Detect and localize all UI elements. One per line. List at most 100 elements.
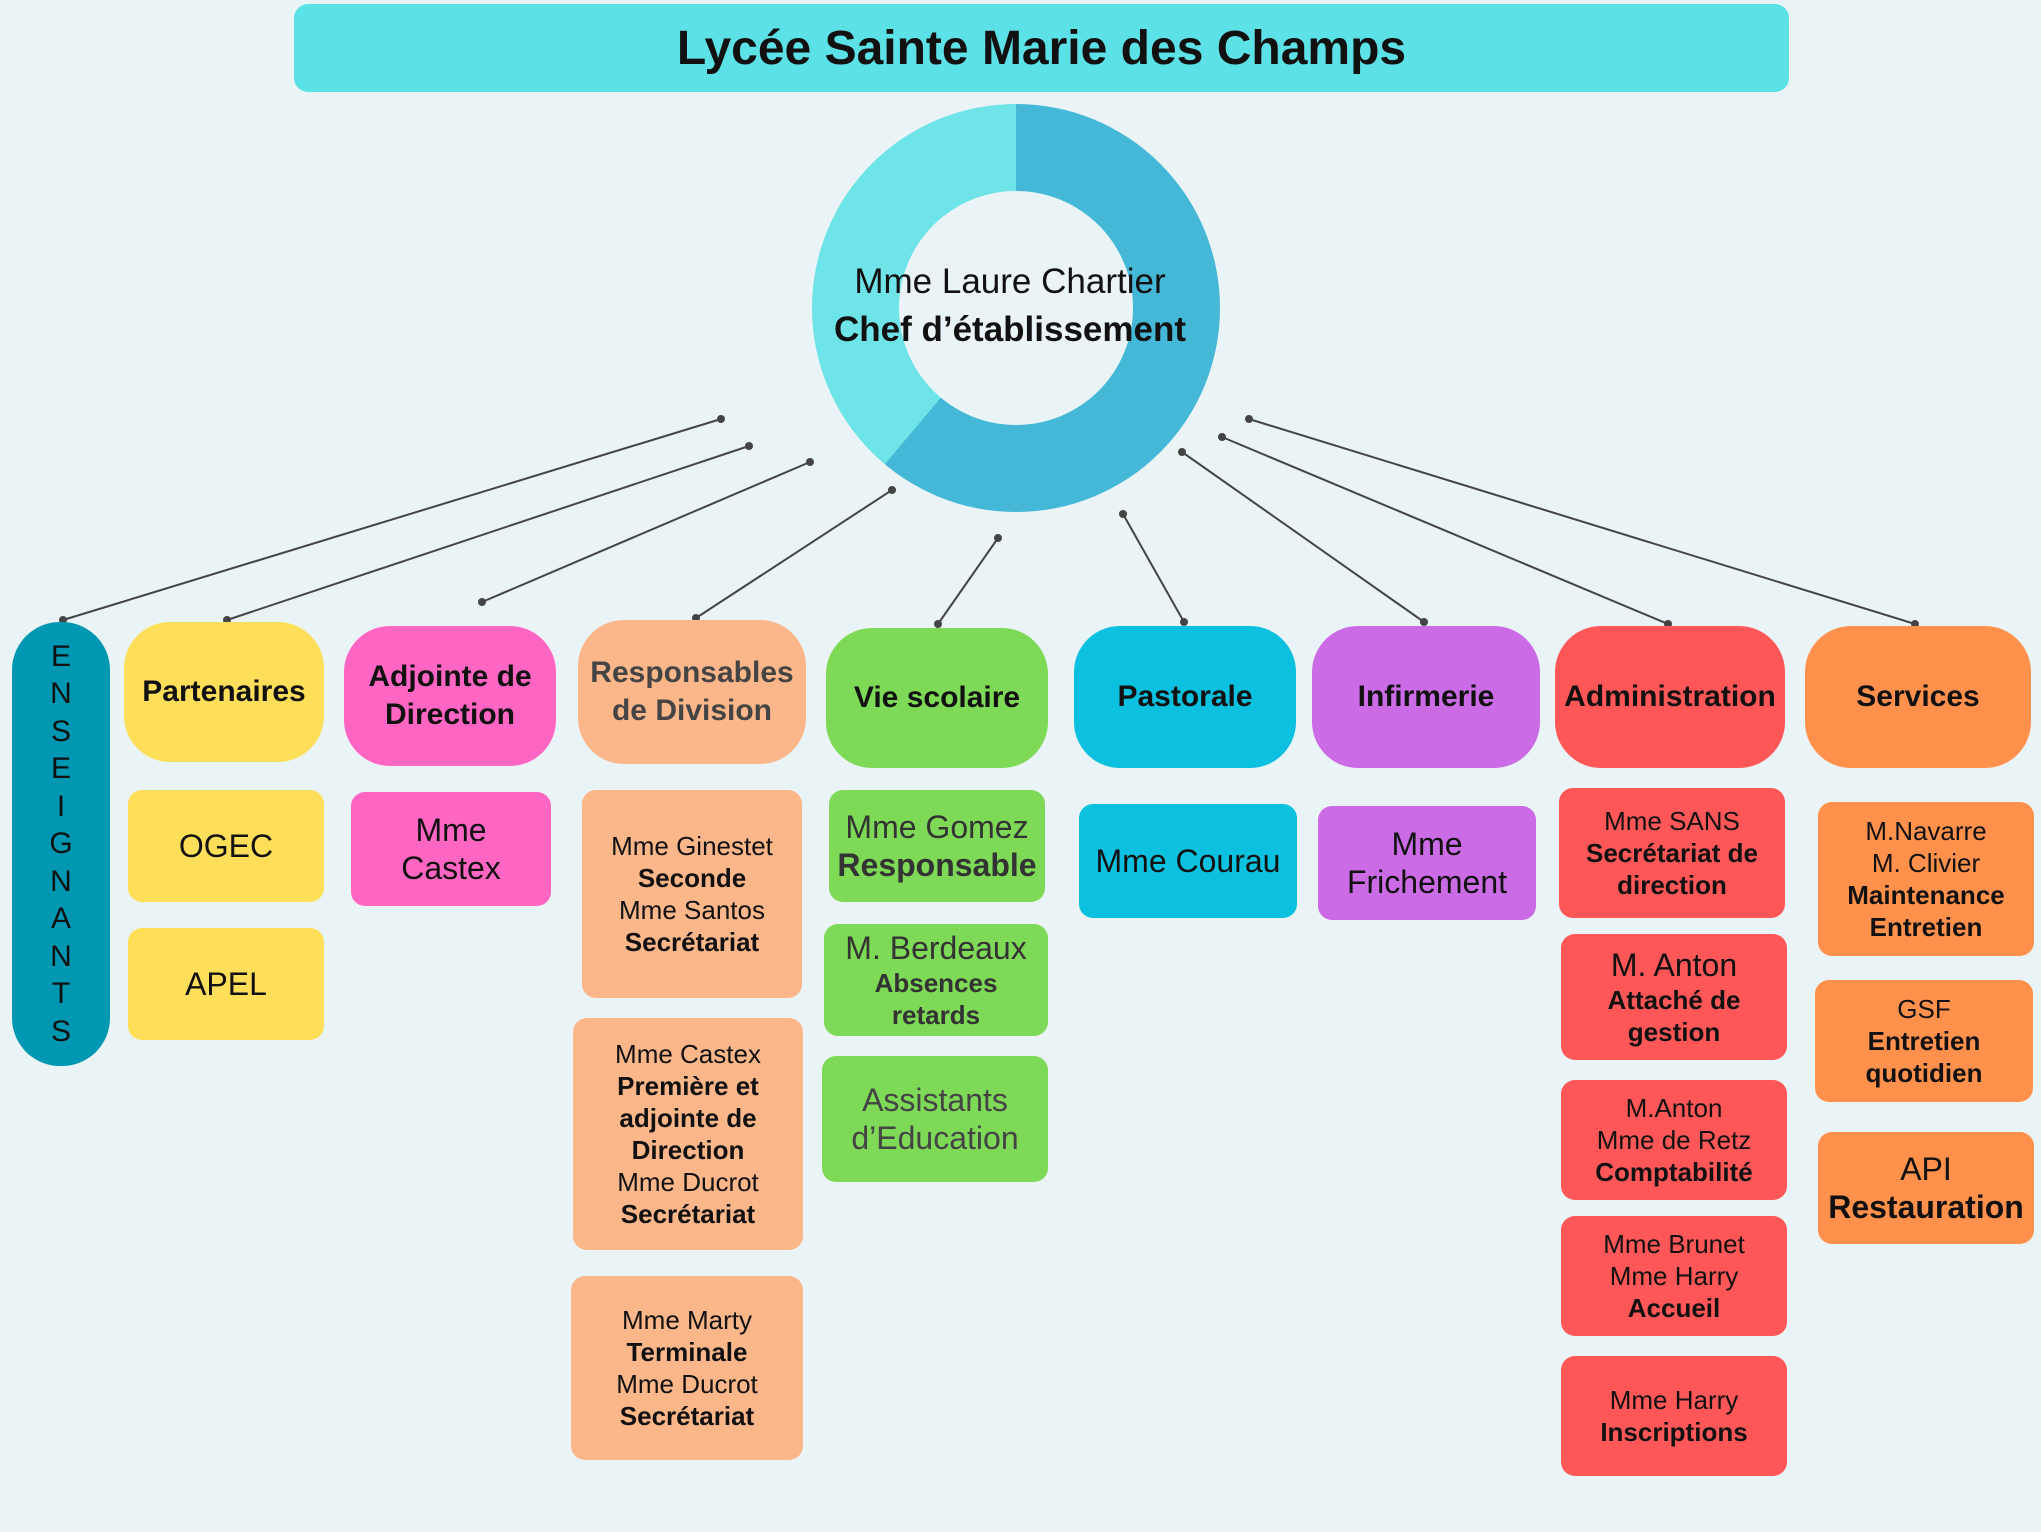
partenaires-ogec: OGEC bbox=[128, 790, 324, 902]
card-line: Seconde bbox=[637, 863, 747, 893]
card-line: adjointe de bbox=[619, 1103, 757, 1133]
direction-card-line2: Castex bbox=[401, 850, 501, 886]
card-line: M. Berdeaux bbox=[845, 930, 1027, 966]
card-line: Frichement bbox=[1346, 864, 1508, 900]
card-line: quotidien bbox=[1865, 1058, 1983, 1088]
card-line: Mme Brunet bbox=[1603, 1229, 1745, 1259]
card-line: M. Anton bbox=[1610, 947, 1738, 983]
direction-card: Mme Castex bbox=[351, 792, 551, 906]
infirmerie-card: Mme Frichement bbox=[1318, 806, 1536, 920]
card-line: API bbox=[1900, 1151, 1952, 1187]
card-line: GSF bbox=[1897, 994, 1951, 1024]
administration-card-sans: Mme SANS Secrétariat de direction bbox=[1559, 788, 1785, 918]
services-head: Services bbox=[1805, 626, 2031, 768]
card-line: Mme Harry bbox=[1609, 1261, 1739, 1291]
card-line: Mme Ginestet bbox=[611, 831, 773, 861]
card-line: Mme Castex bbox=[615, 1039, 761, 1069]
card-line: Mme bbox=[1391, 826, 1463, 862]
card-line: Secrétariat bbox=[619, 1401, 755, 1431]
card-line: Mme Marty bbox=[622, 1305, 752, 1335]
partenaires-head: Partenaires bbox=[124, 622, 324, 762]
enseignants-letter: S bbox=[50, 1014, 71, 1048]
enseignants-letter: G bbox=[49, 827, 73, 861]
card-line: d’Education bbox=[851, 1120, 1019, 1156]
card-line: Entretien bbox=[1869, 912, 1983, 942]
card-line: Responsable bbox=[837, 847, 1037, 883]
partenaires-apel: APEL bbox=[128, 928, 324, 1040]
vie-scolaire-card-gomez: Mme Gomez Responsable bbox=[829, 790, 1045, 902]
enseignants-letter: A bbox=[50, 902, 71, 936]
connector-partenaires bbox=[226, 445, 750, 621]
direction-head: Adjointe de Direction bbox=[344, 626, 556, 766]
division-head-line2: de Division bbox=[611, 694, 773, 727]
division-card-seconde: Mme Ginestet Seconde Mme Santos Secrétar… bbox=[582, 790, 802, 998]
direction-card-line1: Mme bbox=[415, 812, 487, 848]
vie-scolaire-card-assistants: Assistants d’Education bbox=[822, 1056, 1048, 1182]
administration-card-inscriptions: Mme Harry Inscriptions bbox=[1561, 1356, 1787, 1476]
division-card-premiere: Mme Castex Première et adjointe de Direc… bbox=[573, 1018, 803, 1250]
administration-head: Administration bbox=[1555, 626, 1785, 768]
director-name: Mme Laure Chartier bbox=[854, 262, 1166, 301]
card-line: Mme de Retz bbox=[1596, 1125, 1752, 1155]
card-line: Première et bbox=[617, 1071, 759, 1101]
card-line: Mme Gomez bbox=[845, 809, 1029, 845]
card-line: Secrétariat bbox=[624, 927, 760, 957]
services-card-gsf: GSF Entretien quotidien bbox=[1815, 980, 2033, 1102]
card-line: M. Clivier bbox=[1871, 848, 1981, 878]
pastorale-head: Pastorale bbox=[1074, 626, 1296, 768]
vie-scolaire-card-berdeaux: M. Berdeaux Absences retards bbox=[824, 924, 1048, 1036]
card-line: Maintenance bbox=[1847, 880, 2005, 910]
infirmerie-head: Infirmerie bbox=[1312, 626, 1540, 768]
services-card-maintenance: M.Navarre M. Clivier Maintenance Entreti… bbox=[1818, 802, 2034, 956]
enseignants-letter: N bbox=[50, 677, 72, 711]
card-line: Mme Harry bbox=[1609, 1385, 1739, 1415]
administration-card-anton: M. Anton Attaché de gestion bbox=[1561, 934, 1787, 1060]
division-card-terminale: Mme Marty Terminale Mme Ducrot Secrétari… bbox=[571, 1276, 803, 1460]
director-ring-hole bbox=[899, 191, 1133, 425]
enseignants-letter: E bbox=[50, 752, 71, 786]
connector-vie-scolaire bbox=[937, 537, 999, 625]
connector-division bbox=[695, 489, 893, 619]
connector-services bbox=[1248, 418, 1916, 625]
card-line: Absences bbox=[874, 968, 998, 998]
card-line: Secrétariat de bbox=[1586, 838, 1758, 868]
direction-head-line2: Direction bbox=[384, 698, 516, 731]
director-role: Chef d’établissement bbox=[833, 310, 1187, 349]
vie-scolaire-head: Vie scolaire bbox=[826, 628, 1048, 768]
card-line: Direction bbox=[631, 1135, 745, 1165]
card-line: Accueil bbox=[1627, 1293, 1721, 1323]
card-line: Restauration bbox=[1828, 1189, 2024, 1225]
enseignants-letter: N bbox=[50, 864, 72, 898]
card-line: Attaché de bbox=[1607, 985, 1741, 1015]
card-line: retards bbox=[891, 1000, 981, 1030]
connector-direction bbox=[481, 461, 811, 603]
card-line: gestion bbox=[1627, 1017, 1721, 1047]
administration-card-comptabilite: M.Anton Mme de Retz Comptabilité bbox=[1561, 1080, 1787, 1200]
direction-head-line1: Adjointe de bbox=[368, 660, 532, 693]
services-card-api: API Restauration bbox=[1818, 1132, 2034, 1244]
card-line: Assistants bbox=[862, 1082, 1008, 1118]
connector-administration bbox=[1221, 436, 1669, 625]
administration-card-accueil: Mme Brunet Mme Harry Accueil bbox=[1561, 1216, 1787, 1336]
card-line: Terminale bbox=[626, 1337, 748, 1367]
connector-enseignants bbox=[62, 418, 722, 621]
enseignants-letter: S bbox=[50, 714, 71, 748]
page-title: Lycée Sainte Marie des Champs bbox=[294, 4, 1789, 92]
card-line: Mme SANS bbox=[1604, 806, 1740, 836]
enseignants-letter: T bbox=[51, 977, 71, 1011]
card-line: Mme Ducrot bbox=[616, 1369, 758, 1399]
enseignants-letter: N bbox=[50, 939, 72, 973]
card-line: M.Navarre bbox=[1865, 816, 1987, 846]
card-line: Entretien bbox=[1867, 1026, 1981, 1056]
card-line: Mme Ducrot bbox=[617, 1167, 759, 1197]
card-line: direction bbox=[1617, 870, 1727, 900]
card-line: Mme Santos bbox=[619, 895, 765, 925]
director-label: Mme Laure Chartier Chef d’établissement bbox=[790, 258, 1230, 354]
enseignants-letter: I bbox=[56, 789, 66, 823]
division-head-line1: Responsables bbox=[590, 656, 794, 689]
card-line: Inscriptions bbox=[1600, 1417, 1748, 1447]
connector-infirmerie bbox=[1181, 451, 1425, 623]
connector-pastorale bbox=[1122, 513, 1185, 623]
